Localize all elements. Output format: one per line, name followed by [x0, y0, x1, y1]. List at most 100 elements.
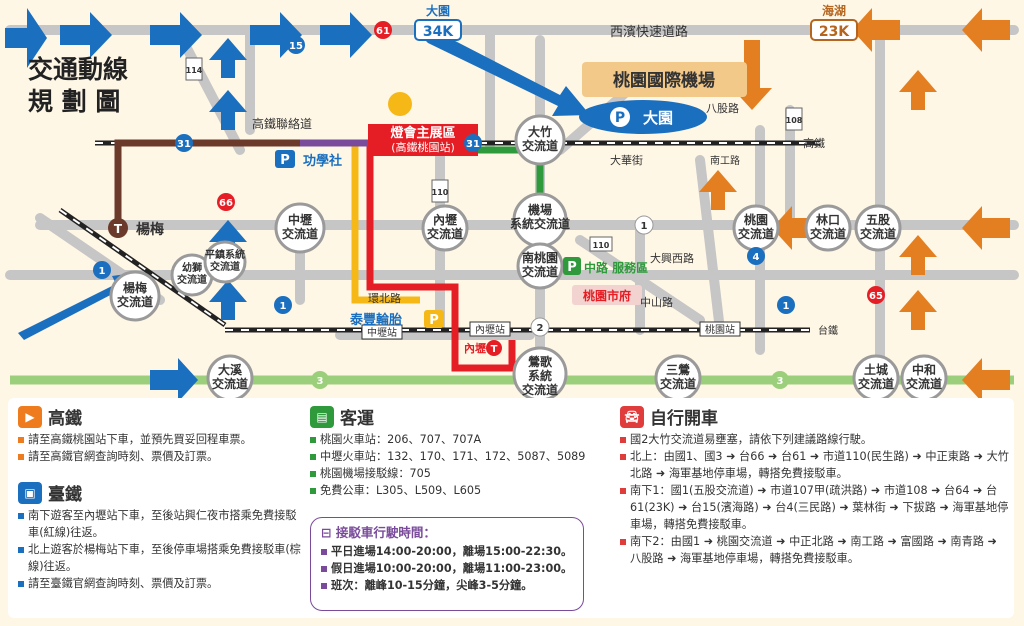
legend-hsr-item: 請至高鐵桃園站下車，並預先買妥回程車票。	[18, 431, 308, 448]
shield-65: 65	[869, 291, 883, 302]
daxing-label: 大興西路	[650, 251, 694, 265]
legend-hsr-title: 高鐵	[48, 409, 82, 429]
shuttle-icon: ⊟	[321, 525, 336, 540]
legend-tra-item: 南下遊客至內壢站下車，至後站興仁夜市搭乘免費接駁車(紅線)往返。	[18, 507, 303, 541]
daoyuan-km-title: 大園	[426, 3, 450, 18]
orange-arrows	[699, 8, 1010, 398]
legend-shuttle-item: 班次：離峰10-15分鐘，尖峰3-5分鐘。	[321, 577, 583, 594]
legend-bus-item: 桃園機場接駁線：705	[310, 465, 610, 482]
legend-tra-item: 北上遊客於楊梅站下車，至後停車場搭乘免費接駁車(棕線)往返。	[18, 541, 303, 575]
legend-car-item: 國2大竹交流道易壅塞，請依下列建議路線行駛。	[620, 431, 1010, 448]
yingge-ic-label2: 系統	[528, 368, 552, 383]
shield-3a: 3	[317, 376, 324, 387]
neili-station-label: 內壢站	[475, 323, 505, 336]
tra-label: 台鐵	[818, 324, 838, 337]
nantaoyuan-ic-label: 南桃園	[522, 250, 558, 265]
taifeng-label: 泰豐輪胎	[349, 312, 402, 328]
legend-car-item: 南下2：由國1 ➜ 桃園交流道 ➜ 中正北路 ➜ 南工路 ➜ 富國路 ➜ 南青路…	[620, 533, 1010, 567]
airport-sys-label: 機場	[528, 202, 552, 217]
legend-car-item: 南下1：國1(五股交流道) ➜ 市道107甲(疏洪路) ➜ 市道108 ➜ 台6…	[620, 482, 1010, 533]
yingge-ic-label3: 交流道	[522, 382, 558, 397]
shield-1d: 1	[641, 221, 648, 232]
daxi-ic-label: 大溪	[218, 362, 243, 377]
youshi-ic-label: 幼獅	[182, 261, 202, 274]
daxi-ic-label2: 交流道	[212, 376, 248, 391]
zhongli-station-label: 中壢站	[367, 326, 397, 339]
dazhu-ic-label: 大竹	[528, 124, 552, 139]
taoyuan-ic-label: 桃園	[744, 212, 768, 227]
shield-1c: 1	[783, 301, 790, 312]
sanying-ic-label2: 交流道	[660, 376, 696, 391]
legend-car: 🚘︎ 自行開車 國2大竹交流道易壅塞，請依下列建議路線行駛。 北上：由國1、國3 …	[620, 404, 1010, 567]
nangong-label: 南工路	[710, 154, 740, 167]
route-shields: 61 15 31 31 66 1 1 1 1 4 65 3 3 2 114 11…	[93, 21, 885, 389]
shield-31a: 31	[177, 139, 191, 150]
airport-area	[582, 62, 747, 97]
train-icon: ▣	[18, 481, 42, 504]
shield-1a: 1	[99, 266, 106, 277]
shield-1b: 1	[280, 301, 287, 312]
svg-text:T: T	[491, 344, 498, 355]
lantern-icon	[388, 92, 412, 116]
map-title-line1: 交通動線	[28, 55, 128, 84]
lantern-main-box	[368, 124, 478, 156]
legend-bus-item: 免費公車：L305、L509、L605	[310, 482, 610, 499]
shield-110a: 110	[432, 188, 449, 197]
interchange-circles	[109, 114, 948, 398]
yangmei-station-label: 楊梅	[136, 221, 164, 238]
legend-bus-item: 中壢火車站：132、170、171、172、5087、5089	[310, 448, 610, 465]
youshi-ic-label2: 交流道	[177, 273, 207, 286]
linkou-ic-label: 林口	[816, 212, 840, 227]
blue-arrow-airport	[420, 28, 590, 116]
legend-hsr: ▶高鐵 請至高鐵桃園站下車，並預先買妥回程車票。 請至高鐵官網查詢時刻、票價及訂…	[18, 404, 308, 465]
taoyuan-ic-label2: 交流道	[738, 226, 774, 241]
legend-tra-item: 請至臺鐵官網查詢時刻、票價及訂票。	[18, 575, 303, 592]
legend-shuttle-title: 接駁車行駛時間：	[335, 525, 436, 540]
shield-61: 61	[376, 26, 390, 37]
nantaoyuan-ic-label2: 交流道	[522, 264, 558, 279]
legend-shuttle: ⊟ 接駁車行駛時間： 平日進場14:00-20:00，離場15:00-22:30…	[310, 517, 584, 611]
legend-shuttle-item: 平日進場14:00-20:00，離場15:00-22:30。	[321, 543, 583, 560]
dahua-label: 大華街	[610, 153, 643, 167]
shield-3b: 3	[777, 376, 784, 387]
zhonghe-ic-label: 中和	[912, 362, 936, 377]
haihu-km: 23K	[819, 24, 850, 40]
haihu-km-title: 海湖	[822, 3, 846, 18]
svg-text:P: P	[567, 260, 577, 275]
airport-sys-label2: 系統交流道	[510, 216, 570, 231]
lantern-main-label: 燈會主展區	[390, 125, 455, 141]
taoyuan-station-label: 桃園站	[705, 323, 735, 336]
freeway-west-label: 西濱快速道路	[610, 24, 688, 40]
shield-4: 4	[753, 252, 760, 263]
shield-108: 108	[786, 116, 803, 125]
sanying-ic-label: 三鶯	[666, 362, 690, 377]
zhongli-ic-label: 中壢	[288, 212, 312, 227]
legend-bus-item: 桃園火車站：206、707、707A	[310, 431, 610, 448]
blue-arrows	[5, 8, 372, 398]
huanbei-label: 環北路	[368, 292, 401, 305]
legend-car-title: 自行開車	[650, 409, 718, 429]
dazhu-ic-label2: 交流道	[522, 138, 558, 153]
zhonghe-ic-label2: 交流道	[906, 376, 942, 391]
yellow-shuttle-route	[351, 140, 420, 304]
yangmei-ic-label2: 交流道	[117, 294, 153, 309]
legend-tra-title: 臺鐵	[48, 485, 82, 505]
daoyuan-km: 34K	[423, 24, 454, 40]
svg-text:P: P	[280, 153, 290, 168]
wugu-ic-label: 五股	[866, 212, 891, 227]
zhongshan-label: 中山路	[640, 296, 673, 309]
shield-2: 2	[537, 323, 544, 334]
lantern-sub-label: (高鐵桃園站)	[391, 140, 455, 154]
daoyuan-parking	[579, 100, 707, 134]
legend-tra: ▣ 臺鐵 南下遊客至內壢站下車，至後站興仁夜市搭乘免費接駁車(紅線)往返。 北上遊…	[18, 480, 303, 592]
bus-icon: ▤	[310, 405, 334, 428]
legend-shuttle-item: 假日進場10:00-20:00，離場11:00-23:00。	[321, 560, 583, 577]
neili-ic-label2: 交流道	[427, 226, 463, 241]
blue-arrow-taoyuan	[18, 272, 140, 340]
traffic-map: 桃園國際機場 P 大園 交通動線 規 劃 圖 西濱快速道路 大園 34K 海湖 …	[5, 3, 1019, 398]
car-icon: 🚘︎	[620, 405, 644, 428]
gongxue-label: 功學社	[303, 153, 342, 169]
hsr-label: 高鐵	[803, 136, 825, 150]
legend-car-item: 北上：由國1、國3 ➜ 台66 ➜ 台61 ➜ 市道110(民生路) ➜ 中正東…	[620, 448, 1010, 482]
daoyuan-parking-label: 大園	[643, 109, 673, 127]
